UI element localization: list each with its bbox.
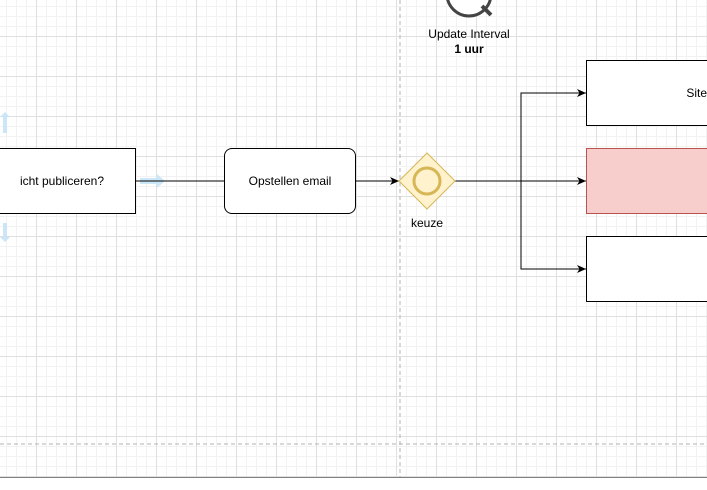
- timer-circle-icon: [446, 0, 492, 18]
- hint-arrow-down-icon[interactable]: [0, 223, 10, 242]
- timer-handle-icon: [480, 4, 493, 17]
- gateway-label: keuze: [410, 216, 444, 230]
- timer-value: 1 uur: [454, 42, 484, 56]
- gateway-node[interactable]: [398, 152, 456, 210]
- task-target-bottom[interactable]: [586, 236, 707, 302]
- timer-event[interactable]: [446, 0, 493, 18]
- task-publish-label: icht publiceren?: [19, 174, 105, 188]
- timer-title: Update Interval: [428, 27, 510, 41]
- task-compose-email[interactable]: Opstellen email: [224, 148, 356, 214]
- task-target-top-label: Site: [686, 86, 707, 100]
- hint-arrow-up-icon[interactable]: [0, 112, 10, 133]
- task-target-top[interactable]: Site: [586, 60, 707, 126]
- canvas-bottom-edge: [0, 477, 707, 490]
- gateway-diamond[interactable]: [398, 152, 456, 210]
- flow-gateway-to-bottom[interactable]: [520, 181, 586, 273]
- gateway-circle-icon: [412, 166, 442, 196]
- task-publish[interactable]: icht publiceren?: [0, 148, 136, 214]
- task-target-middle[interactable]: [586, 148, 707, 214]
- flow-gateway-to-top[interactable]: [455, 89, 586, 182]
- task-compose-email-label: Opstellen email: [248, 174, 332, 188]
